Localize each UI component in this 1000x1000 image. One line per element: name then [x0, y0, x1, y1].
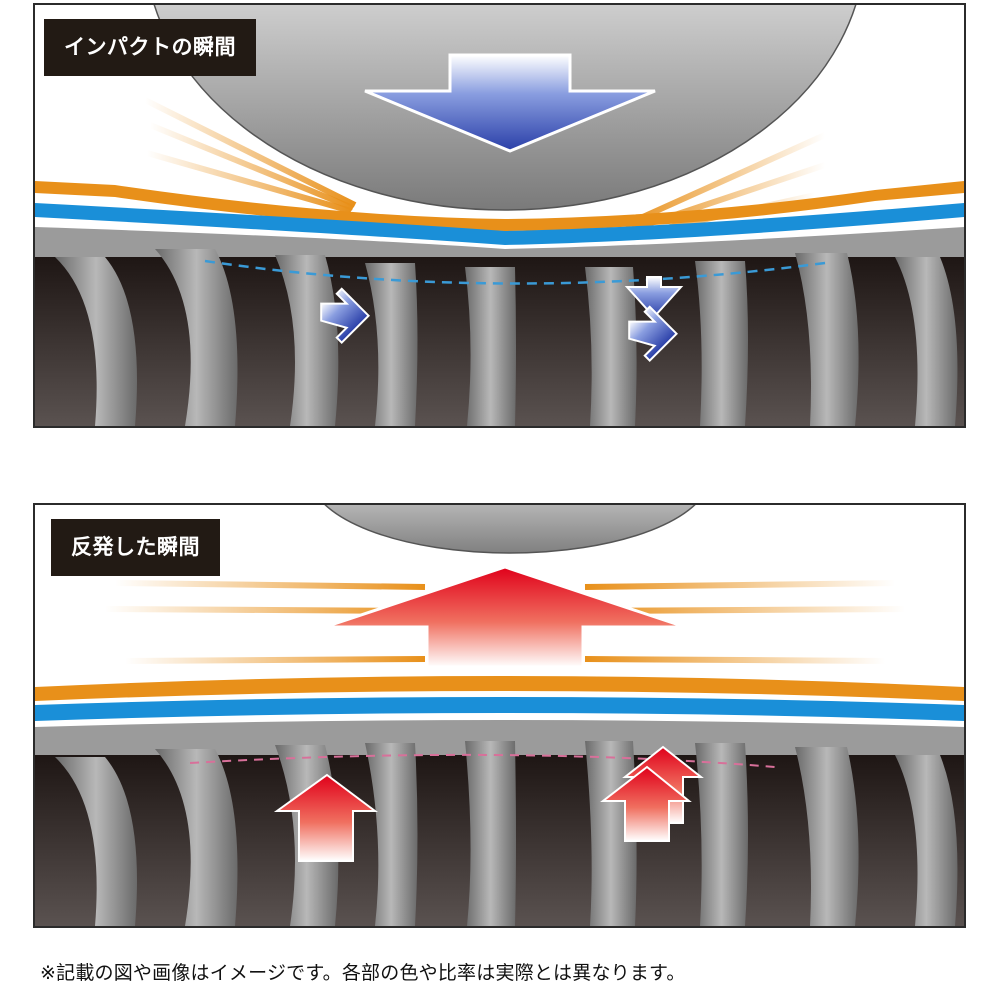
down-arrow-icon	[624, 276, 684, 319]
rebound-label: 反発した瞬間	[51, 519, 220, 576]
impact-streaks-left	[143, 97, 357, 214]
up-arrow-icon	[273, 773, 378, 862]
down-arrow-icon	[364, 53, 656, 153]
impact-label: インパクトの瞬間	[44, 19, 256, 76]
footnote: ※記載の図や画像はイメージです。各部の色や比率は実際とは異なります。	[40, 962, 686, 984]
blue-layer	[35, 697, 964, 721]
impact-panel: インパクトの瞬間	[33, 3, 966, 428]
deflection-line	[204, 259, 826, 285]
down-arrow-icon	[628, 305, 678, 362]
up-arrow-icon	[324, 565, 686, 669]
up-arrow-icon	[600, 765, 692, 842]
rebound-line	[189, 753, 776, 768]
down-arrow-icon	[320, 287, 370, 344]
ball	[324, 505, 696, 554]
ribs	[55, 249, 958, 426]
orange-layer	[35, 676, 964, 701]
impact-diagram	[35, 5, 964, 426]
blue-layer	[35, 203, 964, 245]
ribs	[55, 741, 958, 926]
rebound-diagram	[35, 505, 964, 926]
orange-layer	[35, 181, 964, 231]
rebound-panel: 反発した瞬間	[33, 503, 966, 928]
rebound-streaks-left	[104, 580, 426, 664]
